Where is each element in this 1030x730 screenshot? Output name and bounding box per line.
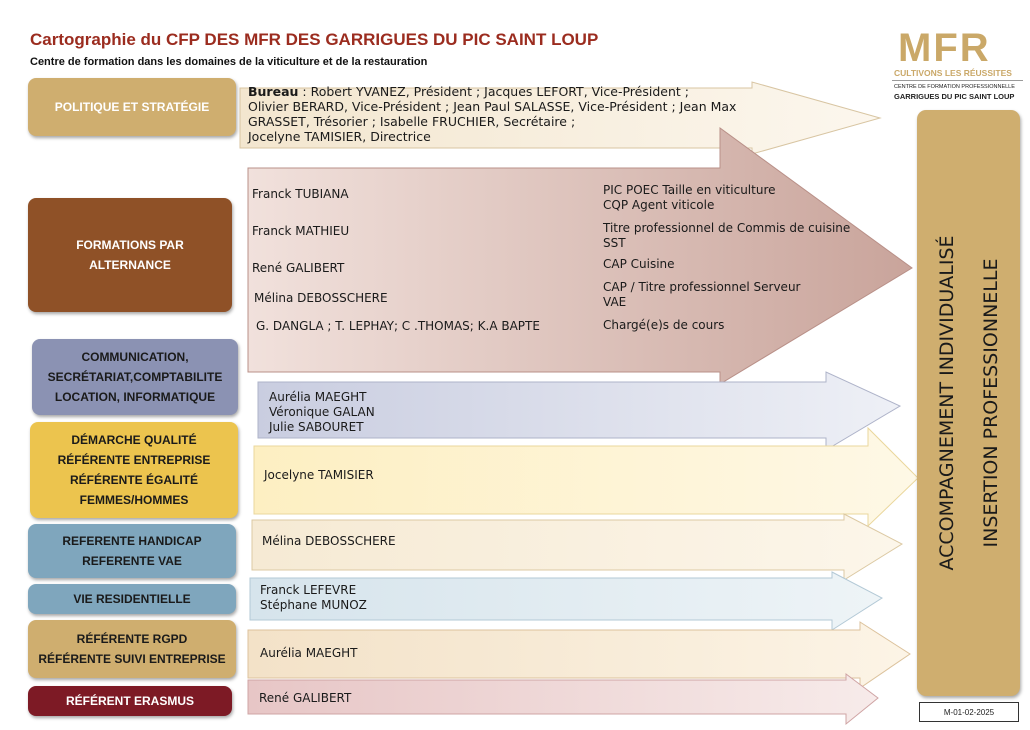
person-name: Aurélia MAEGHT (269, 390, 367, 404)
bureau-label: Bureau (248, 84, 299, 99)
logo-centre-line1: CENTRE DE FORMATION PROFESSIONNELLE (894, 84, 1015, 90)
person-name: Véronique GALAN (269, 405, 375, 419)
formation-course: CAP Cuisine (603, 257, 675, 272)
arrow-text-communication: Aurélia MAEGHT Véronique GALAN Julie SAB… (269, 390, 375, 435)
box-label: RÉFÉRENTE RGPD (76, 632, 188, 646)
formateur-name: Franck MATHIEU (252, 224, 350, 238)
arrow-text-handicap: Mélina DEBOSSCHERE (262, 534, 396, 549)
course-line: CQP Agent viticole (603, 198, 715, 212)
page-title: Cartographie du CFP DES MFR DES GARRIGUE… (30, 30, 599, 49)
box-label: FEMMES/HOMMES (79, 493, 189, 507)
page-subtitle: Centre de formation dans les domaines de… (30, 56, 428, 68)
course-line: SST (603, 236, 626, 250)
course-line: PIC POEC Taille en viticulture (603, 183, 776, 197)
logo-centre-line2: GARRIGUES DU PIC SAINT LOUP (894, 92, 1015, 101)
arrow-erasmus-shape (247, 673, 879, 726)
box-label: POLITIQUE ET STRATÉGIE (54, 100, 210, 114)
accompagnement-panel: ACCOMPAGNEMENT INDIVIDUALISÉ INSERTION P… (917, 110, 1020, 696)
course-line: CAP Cuisine (603, 257, 675, 271)
arrow-communication-shape (257, 371, 902, 451)
course-line: Titre professionnel de Commis de cuisine (603, 221, 851, 235)
box-vie-residentielle: VIE RESIDENTIELLE (28, 584, 236, 614)
arrow-rgpd-shape (247, 621, 911, 689)
formateur-name: Franck TUBIANA (252, 187, 349, 201)
person-name: Aurélia MAEGHT (260, 646, 358, 660)
box-erasmus: RÉFÉRENT ERASMUS (28, 686, 232, 716)
logo-divider (892, 80, 1023, 81)
box-rgpd: RÉFÉRENTE RGPD RÉFÉRENTE SUIVI ENTREPRISE (28, 620, 236, 678)
box-label: REFERENTE VAE (82, 554, 182, 568)
accompagnement-text: ACCOMPAGNEMENT INDIVIDUALISÉ INSERTION P… (925, 123, 1013, 683)
formateur-name: René GALIBERT (252, 261, 345, 275)
bureau-text: Bureau : Robert YVANEZ, Président ; Jacq… (248, 84, 736, 144)
course-line: Chargé(e)s de cours (603, 318, 725, 332)
formateur-name: G. DANGLA ; T. LEPHAY; C .THOMAS; K.A BA… (256, 319, 540, 333)
bureau-line: Jocelyne TAMISIER, Directrice (248, 129, 431, 144)
formation-course: PIC POEC Taille en viticulture CQP Agent… (603, 183, 776, 213)
bureau-line: Olivier BERARD, Vice-Président ; Jean Pa… (248, 99, 737, 114)
mfr-logo: MFR CULTIVONS LES RÉUSSITES CENTRE DE FO… (890, 26, 1025, 106)
person-name: René GALIBERT (259, 691, 352, 705)
arrow-text-rgpd: Aurélia MAEGHT (260, 646, 358, 661)
arrow-formations-shape (247, 127, 913, 385)
person-name: Stéphane MUNOZ (260, 598, 367, 612)
box-formations-alternance: FORMATIONS PAR ALTERNANCE (28, 198, 232, 312)
box-politique-strategie: POLITIQUE ET STRATÉGIE (28, 78, 236, 136)
arrow-text-residentielle: Franck LEFEVRE Stéphane MUNOZ (260, 583, 367, 613)
arrow-text-qualite: Jocelyne TAMISIER (264, 468, 374, 483)
box-label: LOCATION, INFORMATIQUE (54, 390, 216, 404)
box-label: RÉFÉRENTE SUIVI ENTREPRISE (38, 652, 226, 666)
formation-course: Titre professionnel de Commis de cuisine… (603, 221, 850, 251)
person-name: Franck LEFEVRE (260, 583, 357, 597)
person-name: Julie SABOURET (269, 420, 364, 434)
box-label: SECRÉTARIAT,COMPTABILITE (47, 370, 223, 384)
course-line: CAP / Titre professionnel Serveur (603, 280, 801, 294)
person-name: Mélina DEBOSSCHERE (262, 534, 396, 548)
box-label: RÉFÉRENTE ENTREPRISE (57, 453, 211, 467)
box-label: FORMATIONS PAR (76, 238, 184, 252)
bureau-line: GRASSET, Trésorier ; Isabelle FRUCHIER, … (248, 114, 576, 129)
logo-tagline: CULTIVONS LES RÉUSSITES (894, 68, 1012, 78)
box-label: DÉMARCHE QUALITÉ (71, 433, 197, 447)
course-line: VAE (603, 295, 627, 309)
document-code: M-01-02-2025 (919, 702, 1019, 722)
box-label: COMMUNICATION, (81, 350, 189, 364)
box-communication: COMMUNICATION, SECRÉTARIAT,COMPTABILITE LO… (32, 339, 238, 415)
logo-mark: MFR (898, 26, 991, 70)
box-demarche-qualite: DÉMARCHE QUALITÉ RÉFÉRENTE ENTREPRISE RÉFÉ… (30, 422, 238, 518)
person-name: Jocelyne TAMISIER (264, 468, 374, 482)
arrow-text-erasmus: René GALIBERT (259, 691, 351, 706)
arrow-handicap-shape (251, 513, 904, 581)
bureau-line: : Robert YVANEZ, Président ; Jacques LEF… (298, 84, 689, 99)
panel-line-insertion: INSERTION PROFESSIONNELLE (979, 258, 1002, 548)
arrow-qualite-shape (253, 426, 919, 528)
box-label: RÉFÉRENTE ÉGALITÉ (69, 473, 198, 487)
formation-course: CAP / Titre professionnel Serveur VAE (603, 280, 800, 310)
box-label: RÉFÉRENT ERASMUS (65, 694, 194, 708)
formateur-name: Mélina DEBOSSCHERE (254, 291, 388, 305)
box-label: VIE RESIDENTIELLE (73, 592, 191, 606)
box-label: ALTERNANCE (89, 258, 171, 272)
formation-course: Chargé(e)s de cours (603, 318, 724, 333)
box-label: REFERENTE HANDICAP (62, 534, 202, 548)
box-handicap-vae: REFERENTE HANDICAP REFERENTE VAE (28, 524, 236, 578)
arrow-residentielle-shape (249, 571, 883, 631)
panel-line-accompagnement: ACCOMPAGNEMENT INDIVIDUALISÉ (935, 235, 958, 571)
